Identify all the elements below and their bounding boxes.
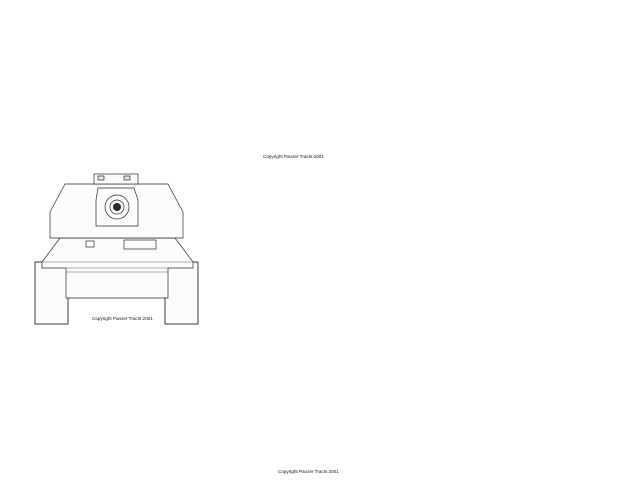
right-track-front <box>164 261 199 325</box>
copyright-front: Copyright Panzer Tracts 2001 <box>92 316 153 321</box>
copyright-top: Copyright Panzer Tracts 2001 <box>263 154 324 159</box>
left-track-front <box>34 261 69 325</box>
copyright-side: Copyright Panzer Tracts 2001 <box>278 469 339 474</box>
front-view <box>34 173 199 325</box>
